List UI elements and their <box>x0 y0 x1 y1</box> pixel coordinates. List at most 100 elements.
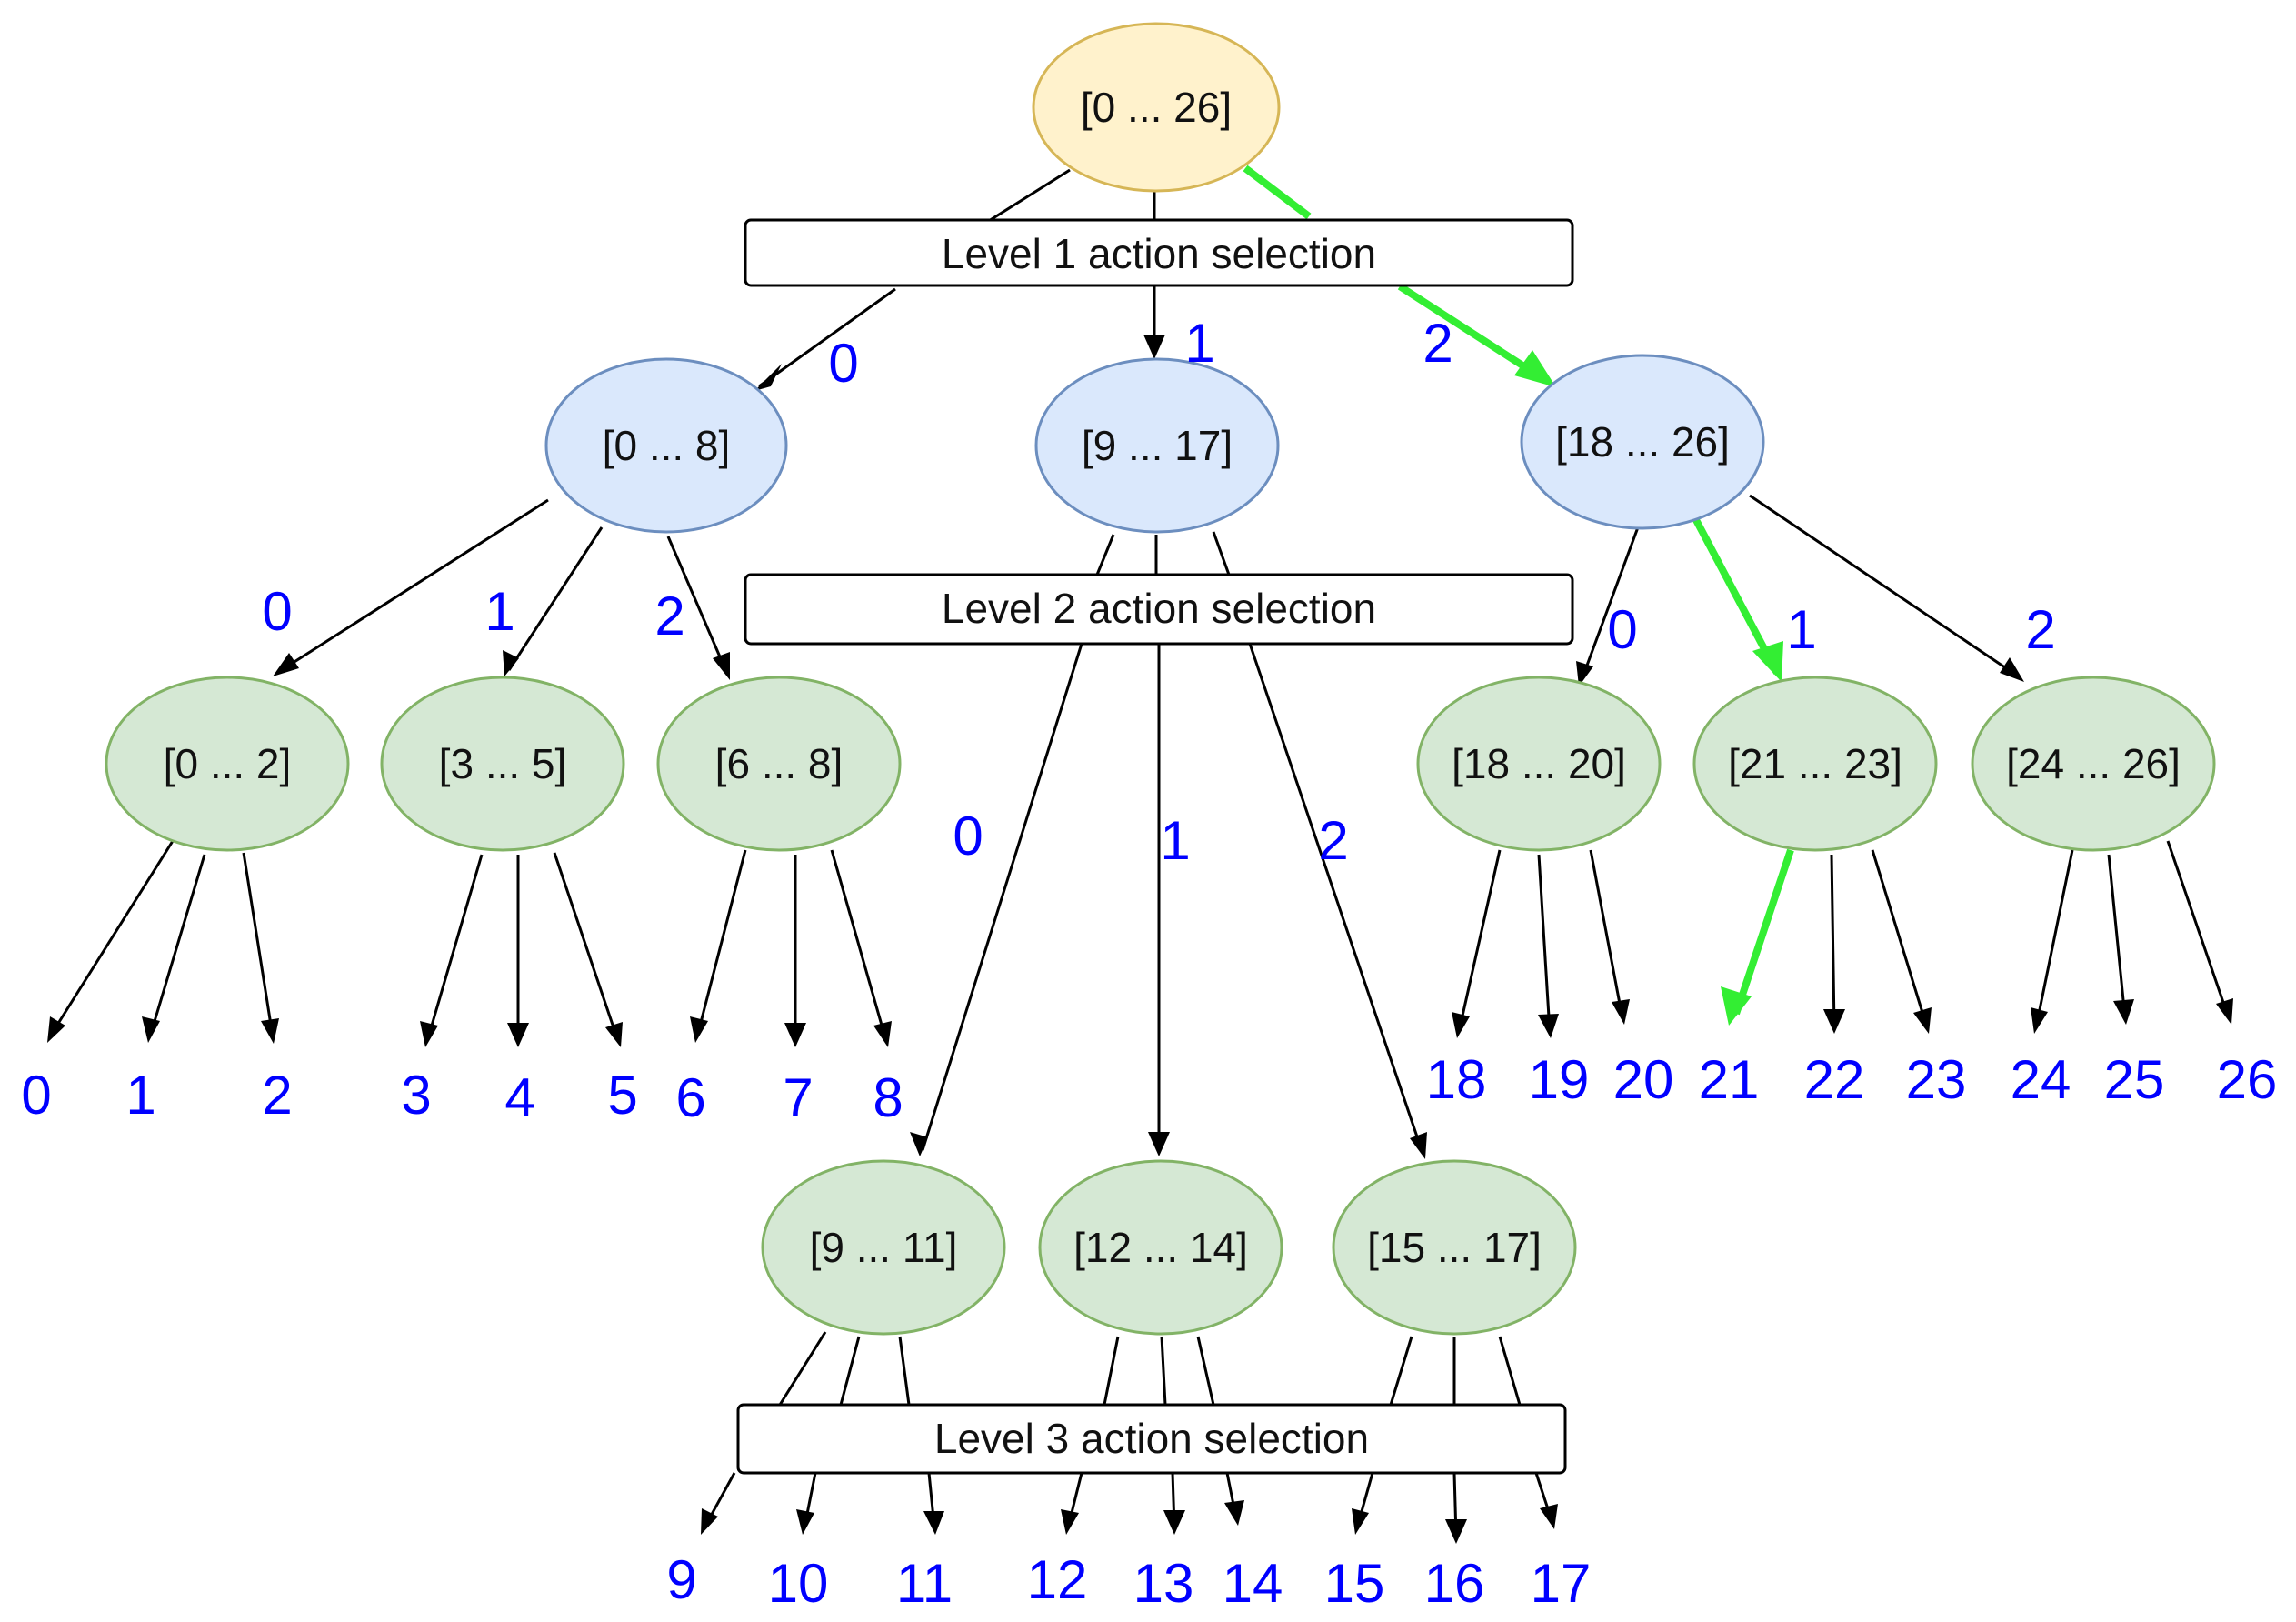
leaf-action-3: 3 <box>401 1065 431 1126</box>
node-21-23: [21 ... 23] <box>1692 676 1938 852</box>
branch-label-18-26-0: 0 <box>1607 599 1637 660</box>
node-3-5: [3 ... 5] <box>380 676 625 852</box>
arrowhead <box>273 653 299 676</box>
arrowhead <box>2000 657 2024 682</box>
arrowhead <box>713 652 730 680</box>
leaf-action-0: 0 <box>21 1065 51 1126</box>
node-9-11: [9 ... 11] <box>761 1159 1006 1336</box>
node-15-17: [15 ... 17] <box>1332 1159 1577 1336</box>
arrowhead <box>1913 1007 1932 1034</box>
arrowhead <box>261 1018 279 1044</box>
edge-18-20-to-20 <box>1589 849 1624 1019</box>
leaf-action-18: 18 <box>1426 1049 1487 1110</box>
edge-15-17-top-a <box>1389 1336 1413 1406</box>
branch-label-root-0: 0 <box>828 333 858 394</box>
arrowhead <box>1823 1009 1845 1034</box>
node-18-26: [18 ... 26] <box>1520 354 1765 530</box>
edge-root-to-0-8-b <box>758 287 896 388</box>
node-21-23-label: [21 ... 23] <box>1728 740 1902 787</box>
arrowhead <box>1410 1132 1427 1159</box>
leaf-action-12: 12 <box>1027 1549 1088 1610</box>
edge-18-26-to-24-26 <box>1749 494 2021 679</box>
node-24-26-label: [24 ... 26] <box>2006 740 2181 787</box>
highlight-arrowhead <box>1514 350 1556 387</box>
leaf-action-21: 21 <box>1699 1049 1760 1110</box>
level1-selection-box: Level 1 action selection <box>744 218 1574 287</box>
leaf-action-15: 15 <box>1324 1553 1385 1614</box>
edge-18-20-to-19 <box>1537 854 1552 1033</box>
arrowhead <box>910 1132 928 1156</box>
edge-21-23-to-23 <box>1871 849 1929 1028</box>
arrowhead <box>605 1022 623 1047</box>
arrowhead <box>47 1016 65 1043</box>
node-24-26: [24 ... 26] <box>1971 676 2216 852</box>
branch-label-18-26-1: 1 <box>1786 599 1816 660</box>
edge-6-8-to-8 <box>830 849 888 1042</box>
arrowhead <box>142 1016 160 1043</box>
arrowhead <box>1352 1508 1369 1535</box>
edge-6-8-to-6 <box>695 849 747 1037</box>
arrowhead <box>420 1021 438 1047</box>
arrowhead <box>1143 335 1165 359</box>
edge-9-17-top-right <box>1212 531 1231 576</box>
edge-0-2-to-0 <box>48 840 175 1037</box>
highlight-arrowhead <box>1752 641 1783 682</box>
edge-9-11-top-a <box>778 1331 827 1406</box>
node-9-17-label: [9 ... 17] <box>1082 422 1233 469</box>
branch-label-0-8-0: 0 <box>262 581 292 642</box>
nodes: [0 ... 26] [0 ... 8] [9 ... 17] [18 ... … <box>105 22 2216 1336</box>
leaf-action-8: 8 <box>873 1067 903 1128</box>
leaf-action-20: 20 <box>1613 1049 1674 1110</box>
edge-0-8-to-6-8 <box>666 536 729 675</box>
level3-selection-label: Level 3 action selection <box>934 1415 1369 1462</box>
arrowhead <box>1224 1500 1244 1526</box>
branch-label-18-26-2: 2 <box>2025 599 2055 660</box>
arrowhead <box>1612 999 1630 1025</box>
edge-12-14-top-a <box>1103 1336 1120 1406</box>
edge-18-26-to-18-20 <box>1580 526 1640 681</box>
edge-24-26-to-25 <box>2107 854 2127 1019</box>
highlight-arrowheads <box>1514 350 1783 1026</box>
edge-3-5-to-3 <box>425 854 484 1042</box>
level2-selection-label: Level 2 action selection <box>942 585 1376 632</box>
edge-12-14-top-c <box>1196 1336 1215 1406</box>
leaf-action-1: 1 <box>125 1065 155 1126</box>
arrowhead <box>2216 998 2233 1025</box>
leaf-action-5: 5 <box>607 1065 637 1126</box>
edge-root-to-18-26-highlight <box>1243 165 1312 220</box>
leaf-action-9: 9 <box>666 1549 696 1610</box>
branch-labels: 0 1 2 0 1 2 0 1 2 0 1 2 <box>262 313 2055 871</box>
node-12-14: [12 ... 14] <box>1038 1159 1283 1336</box>
node-9-17: [9 ... 17] <box>1034 357 1280 534</box>
arrowhead <box>2113 999 2134 1025</box>
branch-label-0-8-2: 2 <box>654 586 684 646</box>
arrowhead <box>923 1511 944 1535</box>
node-3-5-label: [3 ... 5] <box>439 740 567 787</box>
leaf-action-4: 4 <box>504 1067 534 1128</box>
arrowhead <box>1061 1509 1079 1535</box>
leaf-action-14: 14 <box>1223 1553 1283 1614</box>
leaf-action-23: 23 <box>1906 1049 1967 1110</box>
branch-label-9-17-1: 1 <box>1160 810 1190 871</box>
arrowhead <box>784 1023 806 1047</box>
leaf-action-2: 2 <box>262 1065 292 1126</box>
arrowhead <box>1148 1132 1170 1156</box>
level3-selection-box: Level 3 action selection <box>736 1403 1567 1475</box>
edge-3-5-to-5 <box>553 852 620 1042</box>
node-6-8: [6 ... 8] <box>656 676 902 852</box>
leaf-action-26: 26 <box>2217 1049 2278 1110</box>
node-9-11-label: [9 ... 11] <box>810 1224 958 1271</box>
edge-24-26-to-26 <box>2166 840 2231 1019</box>
leaf-action-22: 22 <box>1804 1049 1865 1110</box>
leaf-action-19: 19 <box>1529 1049 1590 1110</box>
edge-18-26-to-21-23-highlight <box>1692 516 1781 675</box>
edge-15-17-top-c <box>1498 1336 1522 1406</box>
arrowhead <box>701 1508 718 1535</box>
node-18-26-label: [18 ... 26] <box>1555 418 1730 466</box>
edge-21-23-to-22 <box>1830 854 1836 1028</box>
arrowhead <box>690 1016 708 1043</box>
leaf-action-13: 13 <box>1133 1553 1194 1614</box>
leaf-action-10: 10 <box>768 1553 829 1614</box>
arrowheads <box>47 335 2233 1544</box>
